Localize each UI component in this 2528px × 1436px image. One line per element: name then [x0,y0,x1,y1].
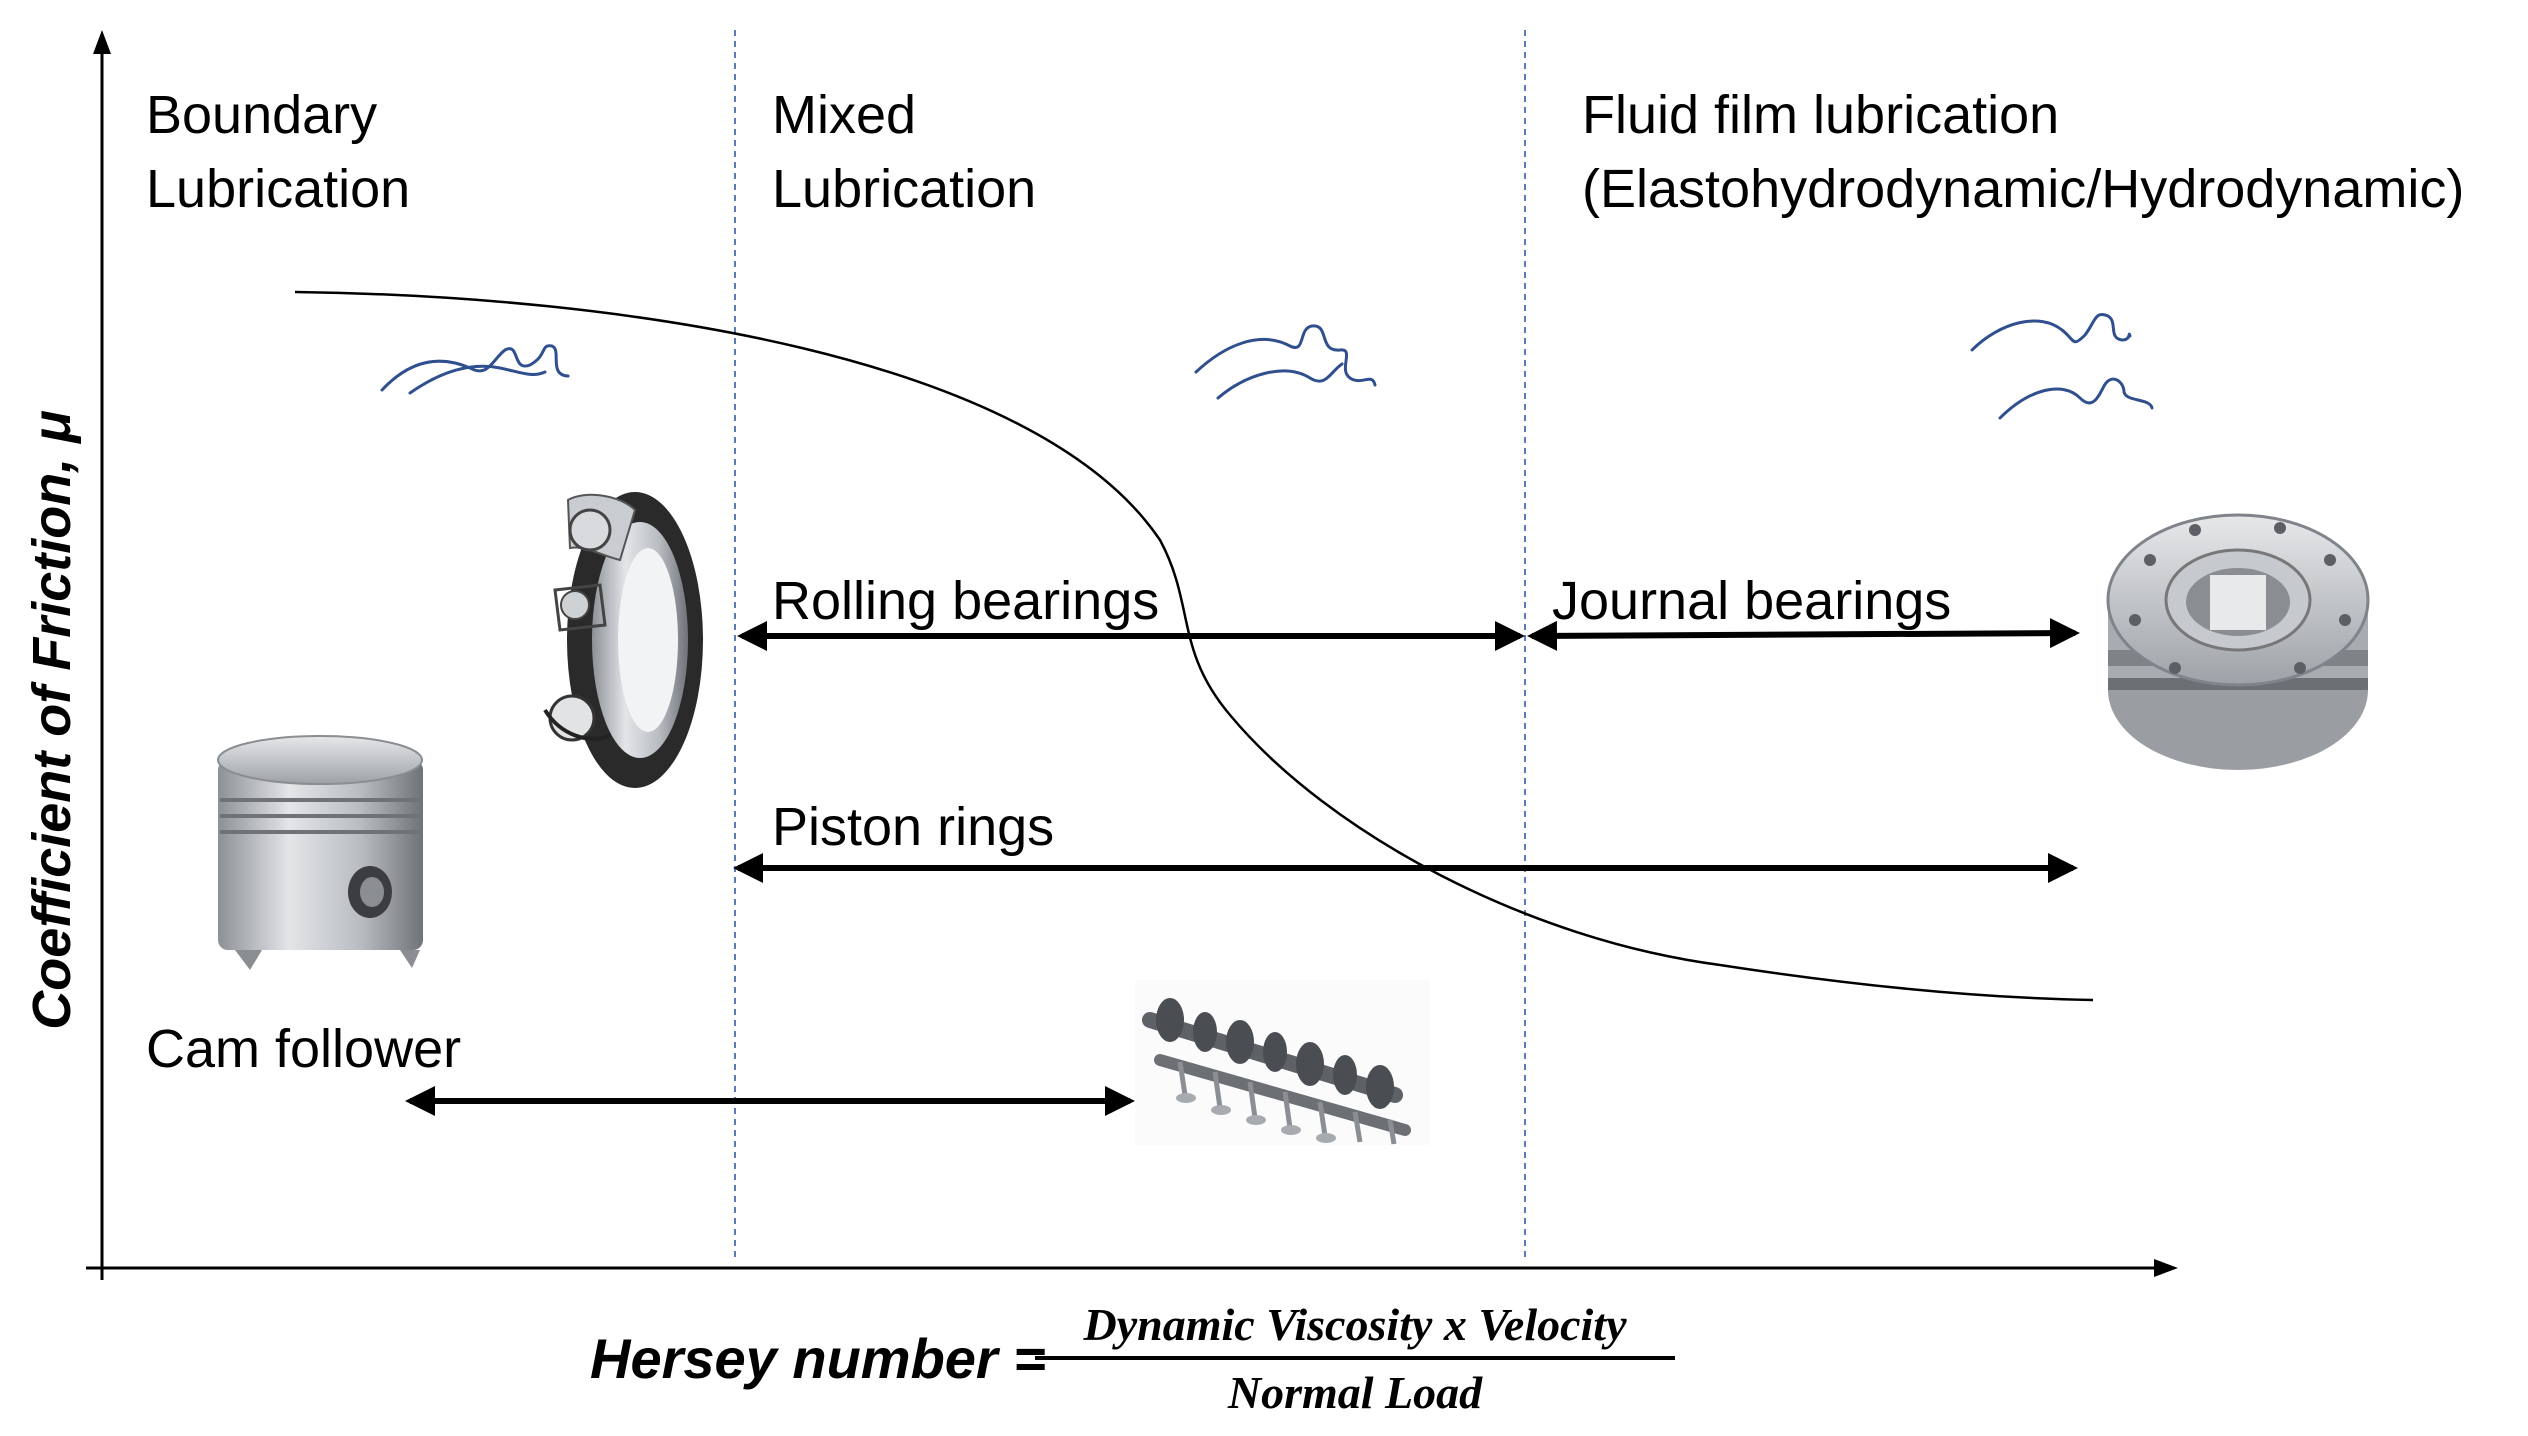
piston-image [217,735,423,970]
region-mixed-label: Mixed Lubrication [772,78,1036,226]
cam-follower-label: Cam follower [146,1019,462,1079]
x-axis-arrowhead [2154,1259,2178,1277]
region-boundary-label: Boundary Lubrication [146,78,410,226]
region-boundary-line2: Lubrication [146,159,411,219]
region-mixed-line2: Lubrication [772,159,1037,219]
asperity-sketch-mixed [1194,324,1377,400]
hersey-denominator: Normal Load [1227,1367,1483,1418]
fraction-bar [1035,1356,1675,1360]
journal-bearing-image [2106,513,2370,770]
hersey-fraction: Dynamic Viscosity x Velocity Normal Load [1035,1296,1675,1422]
friction-curve [294,290,2094,1002]
hersey-number-label: Hersey number = [590,1327,1046,1390]
x-axis-label: Hersey number = Dynamic Viscosity x Velo… [590,1296,1740,1436]
region-boundary-line1: Boundary [146,85,378,145]
region-fluid-line2: (Elastohydrodynamic/Hydrodynamic) [1582,159,2465,219]
region-mixed-line1: Mixed [772,85,917,145]
rolling-bearings-label: Rolling bearings [772,571,1160,631]
hersey-numerator: Dynamic Viscosity x Velocity [1083,1299,1627,1350]
y-axis-arrowhead [93,30,111,54]
piston-rings-label: Piston rings [772,797,1055,857]
region-fluid-label: Fluid film lubrication (Elastohydrodynam… [1582,78,2464,226]
region-fluid-line1: Fluid film lubrication [1582,85,2060,145]
journal-bearings-label: Journal bearings [1552,571,1952,631]
y-axis-label: Coefficient of Friction, μ [22,410,82,1030]
ball-bearing-image [543,492,703,788]
asperity-sketch-fluid [1970,313,2154,420]
journal-bearings-arrow [1527,618,2080,651]
asperity-sketch-boundary [380,344,570,395]
camshaft-image [1135,980,1430,1145]
